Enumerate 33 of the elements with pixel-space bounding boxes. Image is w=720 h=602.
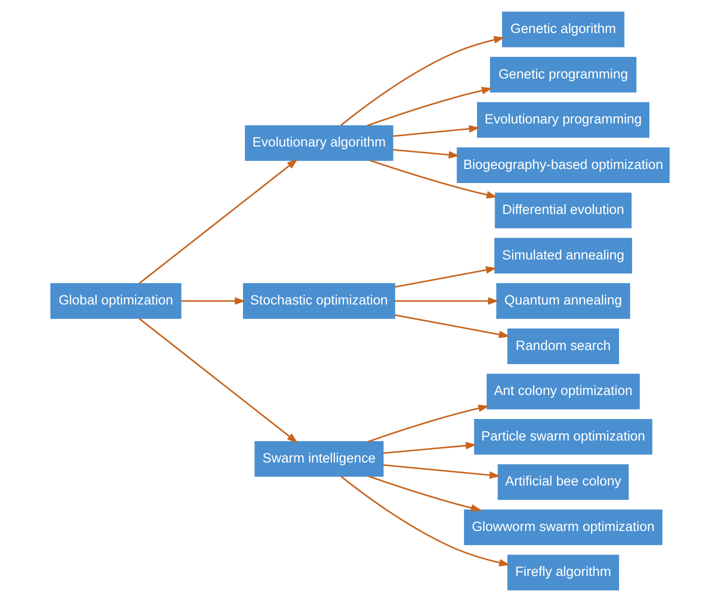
node-box: Evolutionary programming bbox=[477, 102, 650, 138]
node-box: Random search bbox=[507, 328, 620, 364]
arrow bbox=[383, 464, 500, 479]
node-box: Swarm intelligence bbox=[254, 441, 384, 477]
node-box: Global optimization bbox=[50, 283, 182, 319]
node-box: Genetic algorithm bbox=[502, 12, 624, 48]
node-box: Differential evolution bbox=[494, 192, 632, 228]
arrow bbox=[394, 297, 499, 305]
node-box: Quantum annealing bbox=[496, 283, 630, 319]
arrow bbox=[138, 318, 298, 444]
node-box: Simulated annealing bbox=[494, 238, 632, 274]
node-box: Artificial bee colony bbox=[498, 464, 629, 500]
arrow bbox=[340, 476, 510, 566]
node-box: Glowworm swarm optimization bbox=[464, 510, 662, 546]
arrow bbox=[394, 314, 510, 338]
arrow bbox=[370, 160, 498, 198]
node-box: Firefly algorithm bbox=[507, 554, 620, 590]
node-box: Evolutionary algorithm bbox=[244, 125, 394, 161]
arrow bbox=[383, 442, 477, 454]
arrow bbox=[392, 148, 460, 159]
arrow bbox=[138, 158, 298, 284]
arrow bbox=[340, 36, 505, 126]
arrow bbox=[392, 125, 480, 137]
node-box: Stochastic optimization bbox=[242, 283, 396, 319]
arrow bbox=[394, 266, 497, 288]
node-box: Genetic programming bbox=[490, 56, 636, 92]
arrow bbox=[366, 86, 493, 126]
node-box: Particle swarm optimization bbox=[474, 418, 652, 455]
node-box: Ant colony optimization bbox=[486, 374, 640, 410]
arrow bbox=[368, 476, 482, 512]
node-box: Biogeography-based optimization bbox=[456, 147, 670, 184]
arrow bbox=[181, 297, 246, 305]
arrow bbox=[368, 404, 490, 442]
